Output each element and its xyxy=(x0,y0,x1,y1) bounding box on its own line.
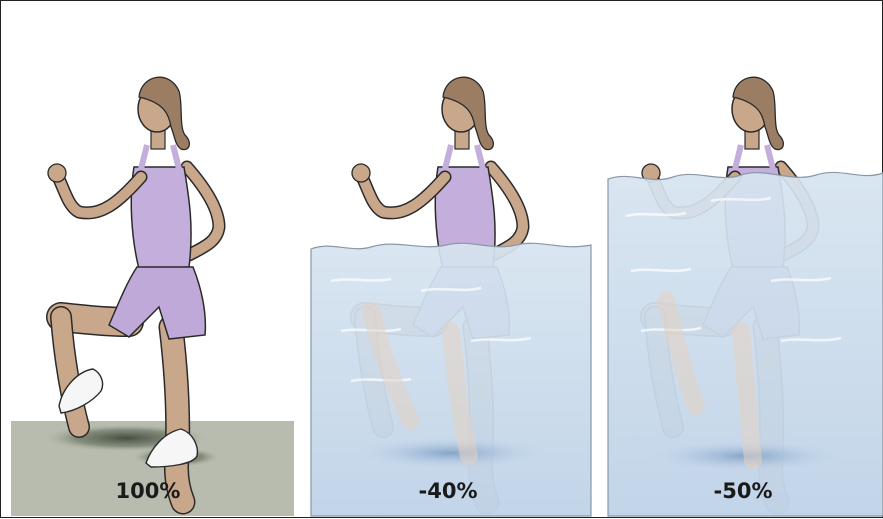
weight-percentage-label: -40% xyxy=(348,479,548,503)
panel-water-shoulder xyxy=(608,77,883,516)
panel-ground xyxy=(11,77,294,516)
weight-percentage-label: -50% xyxy=(643,479,843,503)
panel-water-chest xyxy=(311,77,591,516)
weight-percentage-label: 100% xyxy=(48,479,248,503)
pool-floor-shadow xyxy=(356,437,546,469)
